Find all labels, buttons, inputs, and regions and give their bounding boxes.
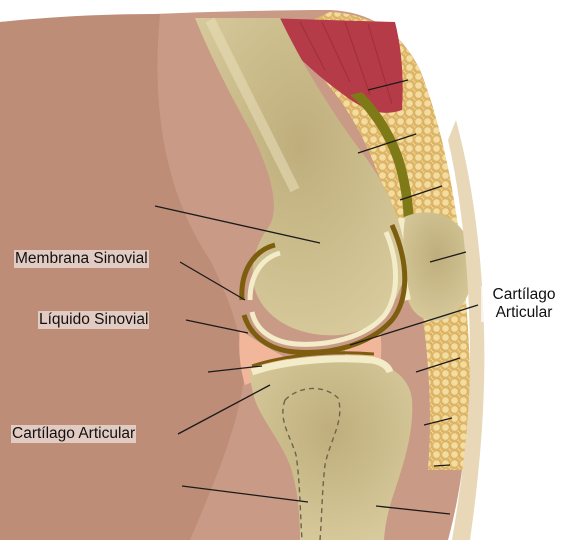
label-cartilago-articular-right: Cartílago Articular xyxy=(481,286,567,322)
label-cartilago-right-line2: Articular xyxy=(496,304,553,321)
label-cartilago-articular-left: Cartílago Articular xyxy=(11,425,136,443)
label-liquido-sinovial: Líquido Sinovial xyxy=(38,311,149,329)
label-cartilago-right-line1: Cartílago xyxy=(493,286,556,303)
label-membrana-sinovial: Membrana Sinovial xyxy=(14,250,149,268)
